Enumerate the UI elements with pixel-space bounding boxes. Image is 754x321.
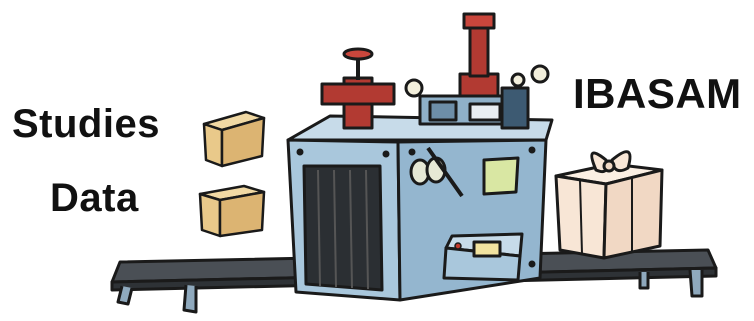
cardboard-box-icon (200, 186, 264, 236)
factory-machine-icon (288, 14, 552, 300)
cardboard-box-icon (204, 112, 264, 166)
input-label-data: Data (50, 176, 139, 221)
output-label-ibasam: IBASAM (573, 70, 742, 118)
input-label-studies: Studies (12, 102, 160, 147)
gift-box-icon (556, 152, 662, 258)
